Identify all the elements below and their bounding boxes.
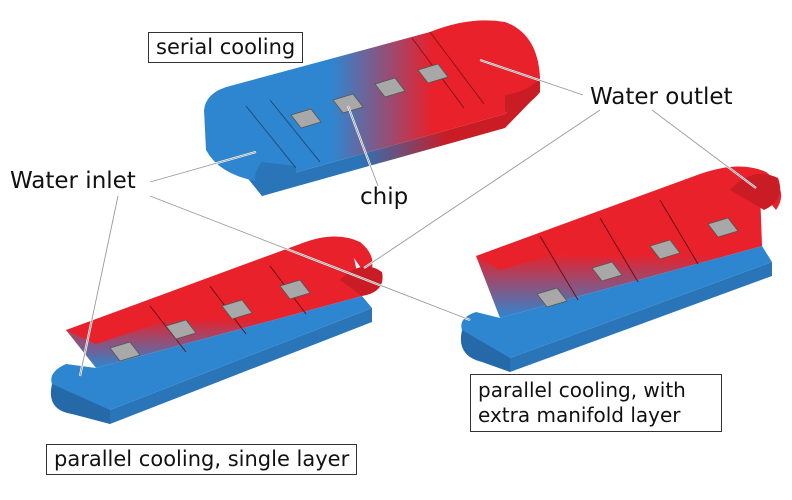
serial-rounded-end-left bbox=[255, 162, 296, 196]
serial-cooling-module bbox=[204, 20, 540, 196]
chip bbox=[109, 341, 141, 362]
water-inlet-label: Water inlet bbox=[10, 168, 136, 194]
manifold-base-rounded-end bbox=[460, 330, 510, 372]
chip bbox=[332, 93, 364, 114]
parallel-manifold-module bbox=[460, 166, 782, 372]
chip bbox=[707, 217, 739, 238]
serial-divider-left-2 bbox=[269, 99, 321, 163]
chip bbox=[279, 279, 311, 300]
parallel-manifold-label: parallel cooling, with extra manifold la… bbox=[470, 374, 722, 432]
chip bbox=[417, 63, 449, 84]
manifold-divider bbox=[659, 199, 699, 265]
manifold-divider bbox=[599, 217, 639, 283]
serial-chips bbox=[290, 63, 449, 129]
chip bbox=[290, 108, 322, 129]
serial-divider-left bbox=[245, 105, 297, 169]
parallel-single-label: parallel cooling, single layer bbox=[46, 444, 358, 476]
serial-divider-right-2 bbox=[429, 31, 485, 105]
serial-cooling-label: serial cooling bbox=[148, 32, 304, 64]
water-outlet-label: Water outlet bbox=[590, 84, 733, 110]
chip bbox=[536, 287, 568, 308]
single-base-top bbox=[51, 296, 372, 410]
chip bbox=[374, 77, 406, 98]
parallel-single-module bbox=[50, 236, 383, 424]
manifold-base-top bbox=[461, 246, 772, 358]
chip-label: chip bbox=[360, 184, 409, 210]
serial-rounded-end-right bbox=[505, 78, 540, 112]
serial-top-face bbox=[204, 20, 540, 183]
manifold-chips bbox=[536, 217, 739, 308]
single-chips bbox=[109, 279, 311, 362]
single-manifold-top bbox=[66, 236, 373, 344]
chip bbox=[165, 319, 197, 340]
chip bbox=[221, 299, 253, 320]
manifold-divider bbox=[539, 235, 579, 301]
manifold-outlet-lobe bbox=[730, 174, 781, 210]
manifold-block-front bbox=[476, 190, 762, 318]
chip bbox=[591, 261, 623, 282]
single-base-rounded-end bbox=[50, 384, 110, 424]
chip bbox=[649, 239, 681, 260]
callout-lines-dark bbox=[79, 59, 757, 377]
manifold-block-top bbox=[476, 166, 782, 270]
